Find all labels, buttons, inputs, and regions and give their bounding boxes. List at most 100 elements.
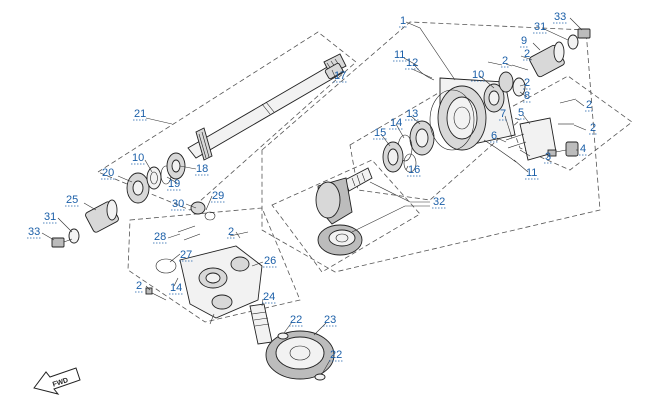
clip-11-bottom xyxy=(483,139,517,163)
callout-number: 14 xyxy=(390,117,402,129)
gasket-27 xyxy=(155,258,177,274)
callout-number: 30 xyxy=(172,198,184,210)
callout-number: 4 xyxy=(580,143,586,155)
callout-31: 31 xyxy=(533,21,548,34)
callout-22: 22 xyxy=(329,349,344,362)
spline-17 xyxy=(324,62,344,80)
callout-2: 2 xyxy=(227,226,236,239)
callout-number: 2 xyxy=(136,280,142,292)
callout-number: 31 xyxy=(44,211,56,223)
callout-32: 32 xyxy=(432,196,447,209)
callout-33: 33 xyxy=(553,11,568,24)
gear-23 xyxy=(265,330,335,380)
callout-number: 2 xyxy=(590,122,596,134)
callout-5: 5 xyxy=(517,107,526,120)
callout-labels: 1222222234567891010111112131414151617181… xyxy=(27,11,598,362)
washer-31-left xyxy=(68,228,80,244)
parts: FWD xyxy=(33,28,591,395)
bolts-2 xyxy=(145,61,577,301)
callout-number: 2 xyxy=(524,77,530,89)
callout-20: 20 xyxy=(101,167,116,180)
nut-3 xyxy=(547,149,557,157)
drive-shaft-21 xyxy=(187,53,347,161)
callout-number: 31 xyxy=(534,21,546,33)
o-ring-12 xyxy=(429,89,475,151)
callout-14: 14 xyxy=(169,282,184,295)
callout-number: 25 xyxy=(66,194,78,206)
callout-number: 2 xyxy=(502,55,508,67)
sensor-4 xyxy=(555,141,579,157)
callout-number: 19 xyxy=(168,178,180,190)
callout-25: 25 xyxy=(65,194,80,207)
callout-8: 8 xyxy=(523,90,532,103)
clip-11-top xyxy=(413,63,435,81)
callout-2: 2 xyxy=(135,280,144,293)
washer-22-bottom xyxy=(314,373,326,381)
callout-16: 16 xyxy=(407,164,422,177)
callout-number: 33 xyxy=(554,11,566,23)
callout-19: 19 xyxy=(167,178,182,191)
callout-14: 14 xyxy=(389,117,404,130)
callout-number: 24 xyxy=(263,291,275,303)
oil-seal-10-right xyxy=(498,71,514,93)
leader-lines xyxy=(41,17,587,375)
washer-31-right xyxy=(567,34,579,50)
callout-27: 27 xyxy=(179,249,194,262)
callout-number: 7 xyxy=(500,108,506,120)
seal-16 xyxy=(403,153,417,173)
callout-17: 17 xyxy=(333,70,348,83)
output-shaft-24 xyxy=(249,303,273,345)
callout-26: 26 xyxy=(263,255,278,268)
callout-2: 2 xyxy=(523,77,532,90)
callout-number: 13 xyxy=(406,108,418,120)
callout-number: 2 xyxy=(586,99,592,111)
callout-33: 33 xyxy=(27,226,42,239)
oil-seal-10 xyxy=(146,166,162,190)
callout-number: 8 xyxy=(524,90,530,102)
bearing-30 xyxy=(190,201,206,215)
callout-number: 22 xyxy=(290,314,302,326)
callout-31: 31 xyxy=(43,211,58,224)
callout-number: 23 xyxy=(324,314,336,326)
callout-number: 12 xyxy=(406,57,418,69)
callout-number: 32 xyxy=(433,196,445,208)
coupler-9 xyxy=(529,41,565,78)
callout-22: 22 xyxy=(289,314,304,327)
callout-number: 10 xyxy=(472,69,484,81)
bolt-33-right xyxy=(577,28,591,39)
callout-number: 11 xyxy=(394,49,405,61)
callout-number: 26 xyxy=(264,255,276,267)
callout-2: 2 xyxy=(523,48,532,61)
callout-number: 17 xyxy=(334,70,346,82)
callout-number: 22 xyxy=(330,349,342,361)
callout-12: 12 xyxy=(405,57,420,70)
callout-9: 9 xyxy=(520,35,529,48)
callout-number: 6 xyxy=(491,130,497,142)
callout-number: 15 xyxy=(374,127,386,139)
callout-number: 11 xyxy=(526,167,537,179)
callout-number: 28 xyxy=(154,231,166,243)
gear-set-outline xyxy=(271,159,421,273)
callout-2: 2 xyxy=(589,122,598,135)
callout-number: 33 xyxy=(28,226,40,238)
callout-6: 6 xyxy=(490,130,499,143)
washer-22-top xyxy=(277,332,289,340)
callout-30: 30 xyxy=(171,198,186,211)
callout-number: 29 xyxy=(212,190,224,202)
callout-13: 13 xyxy=(405,108,420,121)
fwd-label: FWD xyxy=(52,377,69,389)
ring-gear-32 xyxy=(317,224,363,256)
studs-6-7 xyxy=(505,133,527,149)
seal-8 xyxy=(512,77,526,97)
callout-2: 2 xyxy=(501,55,510,68)
callout-24: 24 xyxy=(262,291,277,304)
callout-4: 4 xyxy=(579,143,588,156)
callout-18: 18 xyxy=(195,163,210,176)
callout-number: 2 xyxy=(524,48,530,60)
callout-number: 16 xyxy=(408,164,420,176)
shaft-group-outline xyxy=(97,31,357,211)
callout-23: 23 xyxy=(323,314,338,327)
callout-11: 11 xyxy=(393,49,408,62)
callout-number: 2 xyxy=(228,226,234,238)
